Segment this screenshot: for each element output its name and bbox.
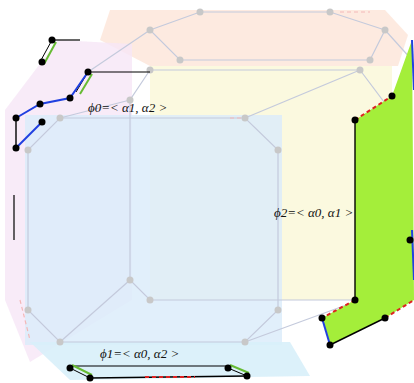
face-label: ϕ1=< α0, α2 > <box>100 347 179 361</box>
face-label: ϕ2=< α0, α1 > <box>274 206 353 220</box>
face-label: ϕ0=< α1, α2 > <box>88 101 167 115</box>
